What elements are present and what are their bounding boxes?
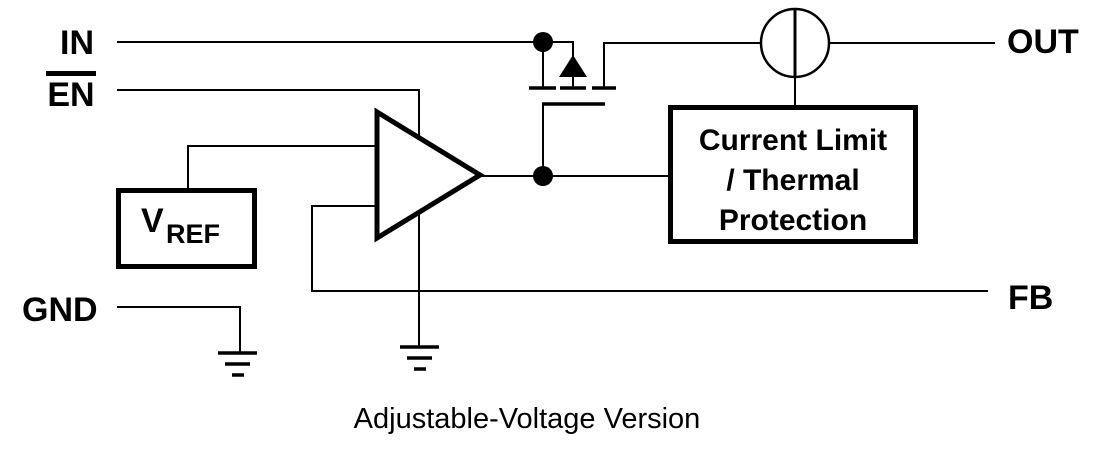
protection-box xyxy=(668,105,918,244)
protection-block: Current Limit / Thermal Protection xyxy=(668,105,918,244)
mosfet-drain-wire xyxy=(603,42,763,87)
en-overline xyxy=(46,71,96,76)
in-pin-label: IN xyxy=(60,24,94,62)
vref-block: V REF xyxy=(116,188,257,269)
fb-feedback-wire xyxy=(311,205,988,292)
in-rail-junction-dot xyxy=(533,32,553,52)
error-amplifier xyxy=(374,107,485,243)
gate-junction-dot xyxy=(533,166,553,186)
en-pin-label: EN xyxy=(47,76,94,114)
vref-subscript: REF xyxy=(166,219,220,249)
amp-ground-symbol xyxy=(400,345,439,371)
protection-text-line-3: Protection xyxy=(719,204,867,237)
protection-text-line-1: Current Limit xyxy=(699,124,887,157)
diagram-caption: Adjustable-Voltage Version xyxy=(354,403,701,435)
gnd-wire xyxy=(117,306,241,352)
vref-label: V xyxy=(141,202,164,240)
en-wire xyxy=(117,89,420,347)
protection-text-line-2: / Thermal xyxy=(726,164,859,197)
gnd-ground-symbol xyxy=(218,351,257,377)
current-sense-symbol xyxy=(759,7,831,79)
body-diode-icon xyxy=(559,55,587,77)
out-pin-label: OUT xyxy=(1007,23,1079,61)
pass-transistor xyxy=(529,55,616,106)
gnd-pin-label: GND xyxy=(22,291,98,329)
fb-pin-label: FB xyxy=(1008,279,1053,317)
in-rail-wire xyxy=(117,41,574,57)
vref-to-amp-wire xyxy=(187,145,378,191)
vref-box xyxy=(116,188,257,269)
